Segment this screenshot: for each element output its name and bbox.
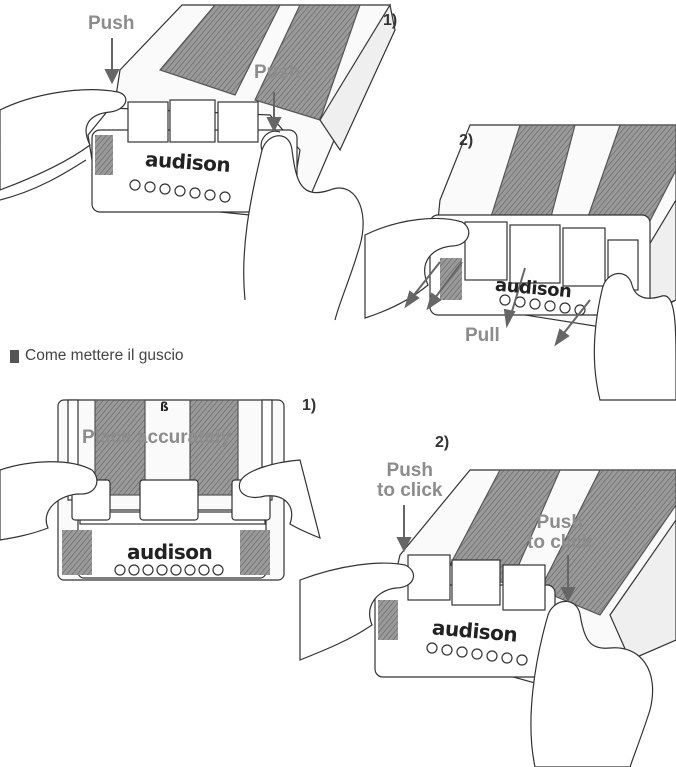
step-number: 2) [435,434,450,451]
step-number: 1) [383,12,398,29]
brand-logo: audison [127,540,213,564]
step-number: 2) [459,132,474,149]
amplifier-top-left [0,3,396,321]
square-bullet-icon [10,349,19,363]
label-push-left: Push [88,13,135,34]
amplifier-bottom-right [299,469,676,767]
step-number: 1) [302,397,317,414]
label-push-to-click-left: Push to click [377,460,443,501]
label-push-to-click-right: Push to click [527,512,593,553]
label-place-accurately: Place accurately [82,427,231,448]
badge-mark: ß [160,400,169,414]
amplifier-top-right [364,124,676,401]
section-heading: Come mettere il guscio [10,347,184,365]
label-push-right: Push [254,62,301,83]
label-pull: Pull [465,325,500,346]
amplifier-bottom-left [0,399,321,581]
push-arrows [104,38,576,603]
section-title: Come mettere il guscio [25,347,184,364]
